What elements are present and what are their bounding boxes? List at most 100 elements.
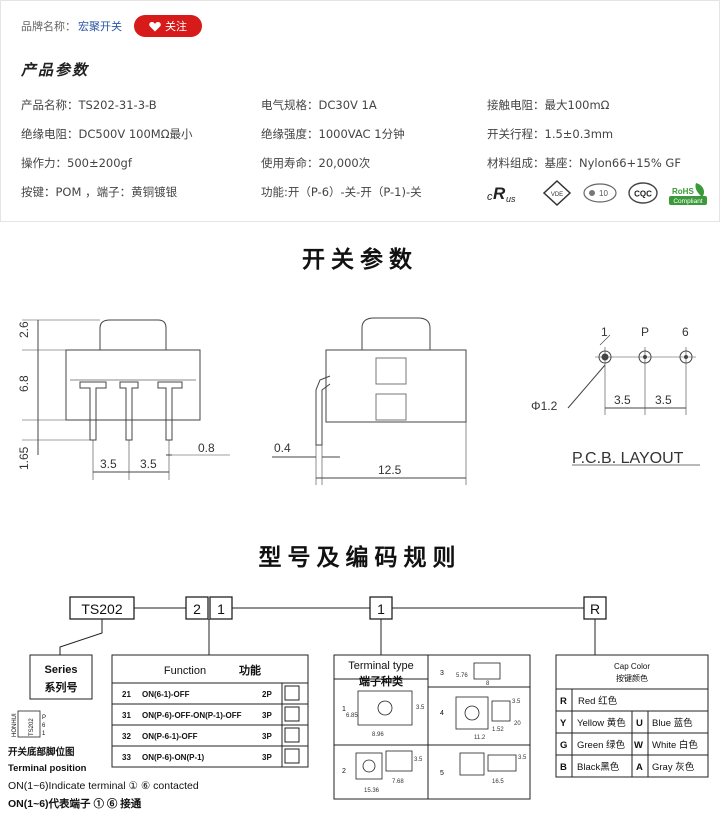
note-cn-2: ON(1~6)代表端子 ① ⑥ 接通 [8,797,142,810]
rohs-text-top: RoHS [672,187,694,196]
dim-3-5-a: 3.5 [100,457,117,471]
cqc-logo: CQC [628,182,658,204]
note-en-1: Terminal position [8,763,87,774]
cqc-text: CQC [634,190,652,199]
section-title-switch-params: 开关参数 [302,247,418,273]
terminal-type-en: Terminal type [348,660,413,672]
ten-year-logo: 10 [583,183,617,203]
rohs-logo: RoHS Compliant [669,183,707,205]
note-cn-1: 开关底部脚位图 [8,746,75,758]
cap-color-cn: 按键颜色 [616,673,648,683]
side-view-pin [315,375,331,446]
pos-pin-6: 6 [42,723,46,729]
cap-label: Blue 蓝色 [652,717,693,729]
term-dim: 6.85 [346,713,358,719]
dim-0-4: 0.4 [274,441,291,455]
pcb-phi: Φ1.2 [531,399,558,413]
func-row-code: 21 [122,690,131,699]
dim-0-8: 0.8 [198,441,215,455]
cap-label: Red 红色 [578,695,618,707]
func-row-desc: ON(6-1)-OFF [142,690,190,699]
func-row-code: 33 [122,753,131,762]
term-dim: 5.76 [456,673,468,679]
func-row-desc: ON(P-6-1)-OFF [142,732,198,741]
side-view-body [325,349,467,423]
terminal-num: 4 [440,710,444,717]
cap-code: Y [560,718,567,729]
terminal-num: 1 [342,706,346,713]
param-contact-resistance: 接触电阻：最大100mΩ [487,98,610,112]
dim-12-5: 12.5 [378,463,402,477]
pcb-pin-6: 6 [682,325,689,339]
param-force: 操作力：500±200gf [21,156,132,170]
func-row-pole: 2P [262,690,272,699]
code-1: 1 [217,601,225,617]
term-dim: 7.68 [392,779,404,785]
pcb-pin-1: 1 [601,325,608,339]
cap-code: R [560,696,567,707]
code-r: R [590,601,600,617]
follow-label: 关注 [165,20,187,33]
terminal-table [333,654,531,800]
dim-3-5-b: 3.5 [140,457,157,471]
pcb-holes [595,347,696,415]
cap-label: Yellow 黄色 [577,717,626,729]
pcb-pin-p: P [641,325,649,339]
code-2: 2 [193,601,201,617]
ten-text: 10 [599,189,608,198]
cap-code: B [560,762,567,773]
term-dim: 3.5 [416,705,425,711]
brand-name-link[interactable]: 宏聚开关 [78,20,122,33]
func-row-code: 32 [122,732,131,741]
ul-text: us [506,194,516,204]
param-travel: 开关行程：1.5±0.3mm [487,127,614,141]
vde-text: VDE [551,192,563,198]
front-view-body [65,349,201,421]
terminal-position-box [17,710,41,738]
product-info-card: 品牌名称： 宏聚开关 关注 产品参数 产品名称：TS202-31-3-B 电气规… [0,0,720,222]
term-dim: 3.5 [414,757,423,763]
follow-button[interactable]: 关注 [134,15,202,37]
pos-pin-1: 1 [42,731,46,737]
ul-logo: c R us [487,184,516,204]
cap-label: Green 绿色 [577,739,626,751]
func-row-pole: 3P [262,732,272,741]
function-cn: 功能 [239,663,261,677]
note-en-2: ON(1~6)Indicate terminal ① ⑥ contacted [8,780,199,792]
brand-label: 品牌名称： [21,20,76,33]
term-dim: 20 [514,721,521,727]
cap-code: W [634,740,643,751]
pos-brand: HONHUI [12,713,18,737]
front-view-pins [79,381,183,441]
term-dim: 15.36 [364,788,380,794]
series-en: Series [44,664,77,676]
cap-label: Gray 灰色 [652,761,695,773]
cap-code: G [560,740,567,751]
term-dim: 3.5 [518,755,527,761]
term-dim: 11.2 [474,735,486,741]
terminal-num: 5 [440,770,444,777]
code-1b: 1 [377,601,385,617]
param-model: 产品名称：TS202-31-3-B [21,98,157,112]
series-box [29,654,93,700]
terminal-type-cn: 端子种类 [359,674,404,688]
func-row-code: 31 [122,711,131,720]
pos-pin-p: P [42,715,46,721]
cap-code: U [636,718,643,729]
dimension-drawing: 2.6 6.8 1.65 3.5 3.5 0.8 0.4 12.5 1 P 6 … [17,317,700,485]
term-dim: 16.5 [492,779,504,785]
cap-label: White 白色 [652,739,698,751]
pcb-dim-3-5-b: 3.5 [655,393,672,407]
param-dielectric: 绝缘强度：1000VAC 1分钟 [261,127,405,141]
svg-text:R: R [493,184,506,203]
heart-icon [149,21,161,31]
func-row-desc: ON(P-6)-ON(P-1) [142,753,205,762]
term-dim: 3.5 [512,699,521,705]
dim-2-6: 2.6 [17,321,31,338]
params-title: 产品参数 [21,61,90,79]
term-dim: 8 [486,681,490,687]
pcb-dim-3-5-a: 3.5 [614,393,631,407]
cap-label: Black黑色 [577,761,620,773]
pos-ts: TS202 [29,718,35,736]
svg-text:c: c [487,191,493,203]
